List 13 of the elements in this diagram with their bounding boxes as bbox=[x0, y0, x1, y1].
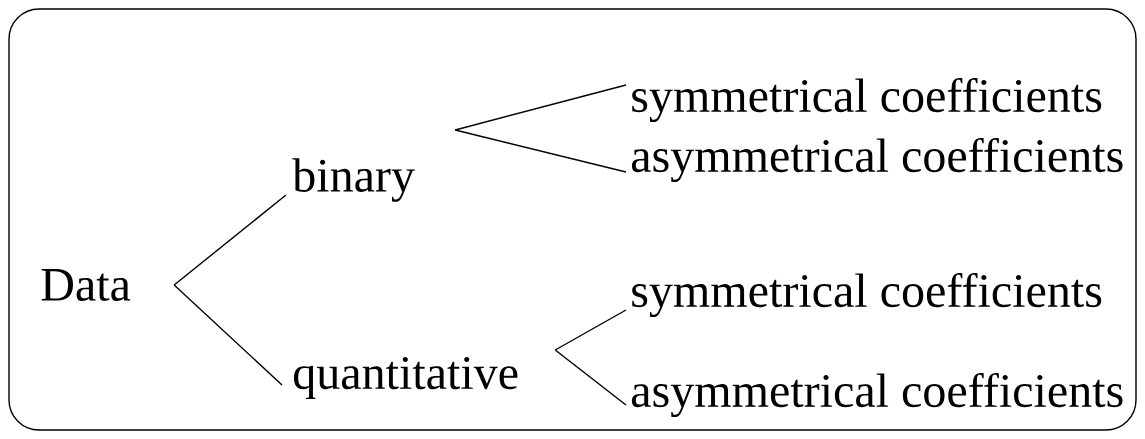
branch-line bbox=[454, 129, 627, 173]
node-label: symmetrical coefficients bbox=[632, 77, 1102, 123]
node-label: Data bbox=[41, 269, 131, 301]
branch-line bbox=[554, 349, 627, 406]
node-label: asymmetrical coefficients bbox=[631, 137, 1123, 183]
node-label: binary bbox=[292, 158, 415, 202]
node-label: symmetrical coefficients bbox=[632, 272, 1102, 318]
branch-line bbox=[554, 309, 627, 351]
branch-line bbox=[173, 194, 287, 286]
node-label: quantitative bbox=[293, 356, 518, 399]
node-label: asymmetrical coefficients bbox=[631, 372, 1123, 418]
branch-line bbox=[454, 84, 627, 131]
branch-line bbox=[173, 284, 283, 386]
